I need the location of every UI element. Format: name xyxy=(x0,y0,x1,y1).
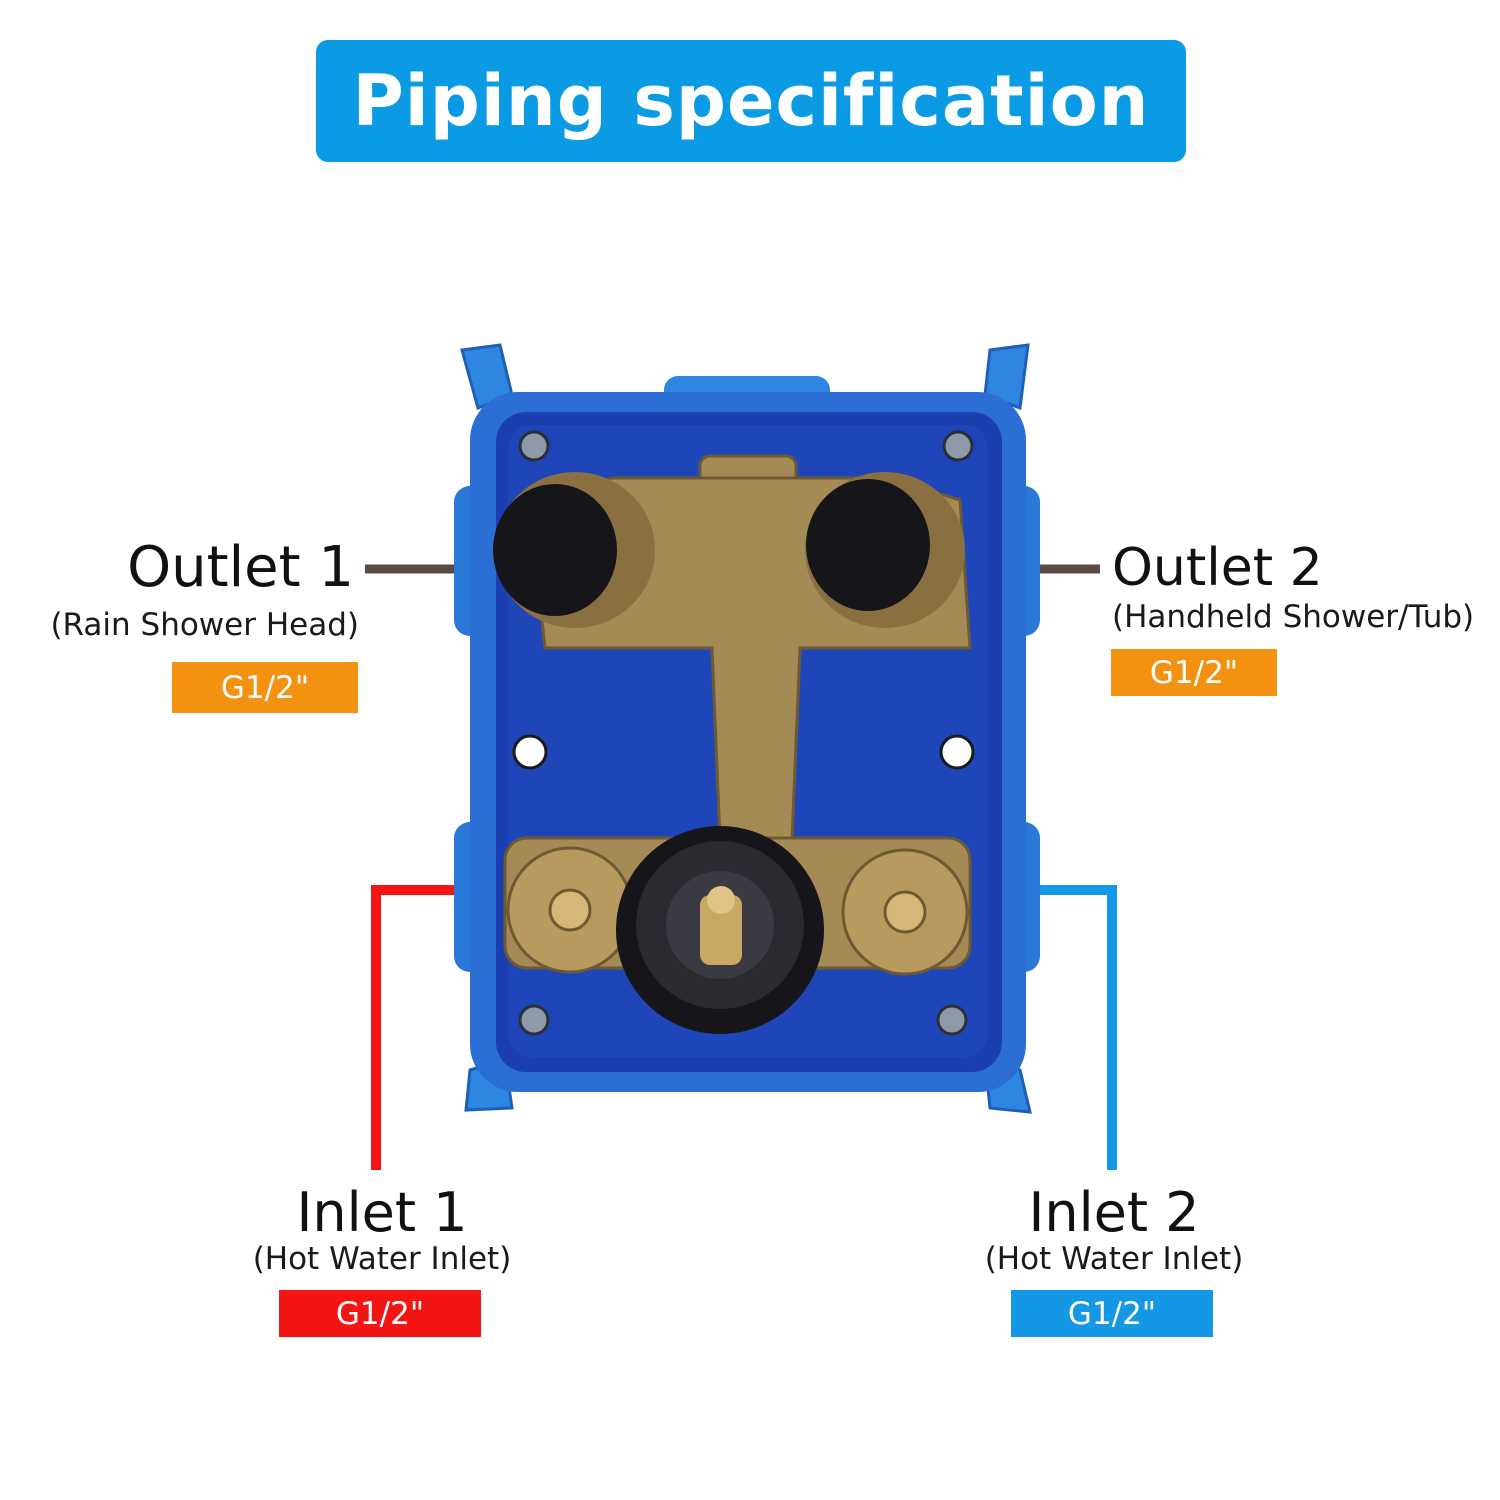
outlet-caps xyxy=(493,472,965,628)
inlet2-name: Inlet 2 xyxy=(1028,1181,1200,1244)
screws xyxy=(518,430,974,1036)
outlet1-size-tag: G1/2" xyxy=(172,662,358,713)
inlet-fittings xyxy=(506,846,969,976)
inlet1-name: Inlet 1 xyxy=(296,1181,468,1244)
inlet2-line xyxy=(1028,885,1117,1170)
inlet2-size-tag: G1/2" xyxy=(1011,1290,1213,1337)
outlet2-name: Outlet 2 xyxy=(1112,538,1323,598)
outlet2-size-tag: G1/2" xyxy=(1111,649,1277,696)
outlet2-desc: (Handheld Shower/Tub) xyxy=(1112,599,1475,635)
outlet1-name: Outlet 1 xyxy=(127,535,354,600)
outlet1-desc: (Rain Shower Head) xyxy=(50,607,359,643)
inlet2-desc: (Hot Water Inlet) xyxy=(984,1241,1244,1277)
cartridge-seat xyxy=(616,826,824,1034)
title-banner: Piping specification xyxy=(316,40,1186,162)
inlet1-desc: (Hot Water Inlet) xyxy=(252,1241,512,1277)
inlet1-line xyxy=(371,885,458,1170)
inlet1-size-tag: G1/2" xyxy=(279,1290,481,1337)
page-title: Piping specification xyxy=(352,60,1150,142)
